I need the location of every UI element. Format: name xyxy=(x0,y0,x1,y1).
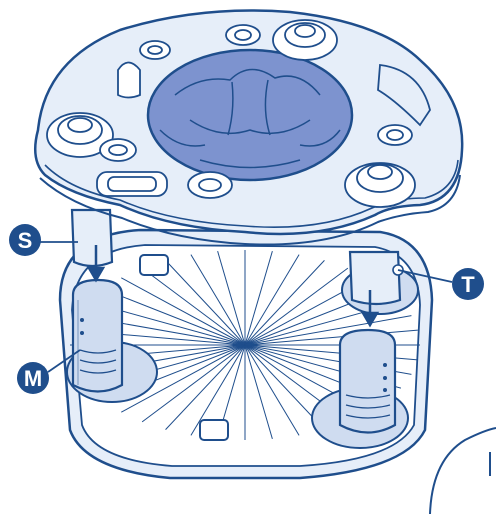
callout-t: T xyxy=(452,268,484,300)
callout-m: M xyxy=(17,362,49,394)
cropped-detail-circle xyxy=(430,428,496,514)
callout-s-label: S xyxy=(18,228,33,253)
support-post-left xyxy=(72,210,112,266)
callout-m-label: M xyxy=(24,366,42,391)
toy-knob-back-right xyxy=(273,20,337,60)
callout-t-label: T xyxy=(461,272,475,297)
fabric-seat xyxy=(148,50,352,180)
toy-knob-front-right xyxy=(345,163,415,207)
leg-tube-left xyxy=(73,280,122,392)
leg-tube-right xyxy=(340,330,395,433)
support-post-right xyxy=(350,252,403,304)
callout-s: S xyxy=(9,224,41,256)
